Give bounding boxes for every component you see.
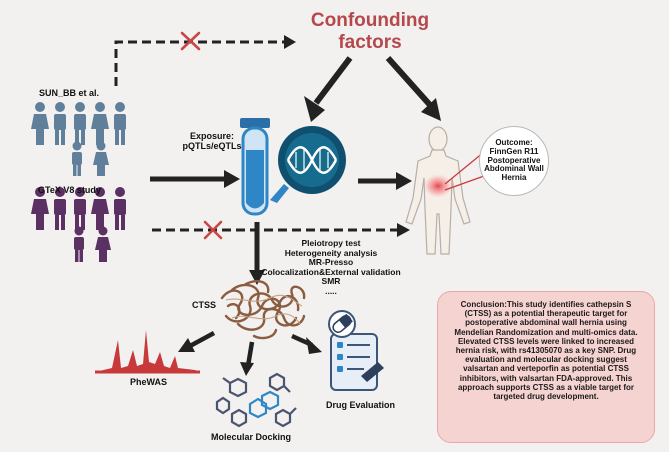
arrow-confounders-to-outcome: [385, 56, 441, 121]
outcome-line3: Postoperative: [487, 155, 541, 165]
protein-label-ctss: CTSS: [192, 300, 217, 310]
dna-magnifier-icon: [270, 126, 346, 203]
exposure-label: Exposure: pQTLs/eQTLs: [182, 131, 242, 152]
outcome-line4: Abdominal Wall: [484, 164, 544, 174]
cross-mark-icon: [180, 31, 201, 51]
arrow-people-to-exposure: [150, 170, 240, 188]
arrow-ctss-to-phewas: [178, 331, 216, 352]
dashed-arrow-to-confounders: [114, 35, 296, 86]
method-item: MR-Presso: [308, 257, 354, 268]
hernia-glow-icon: [423, 174, 453, 198]
protein-detail-icon: [225, 294, 303, 325]
molecule-icon: [215, 372, 297, 428]
molecular-docking-label: Molecular Docking: [211, 432, 292, 442]
outcome-callout-lines: [444, 151, 485, 191]
conclusion-box: Conclusion:This study identifies catheps…: [437, 291, 655, 443]
arrow-ctss-to-drug: [291, 333, 322, 354]
drug-evaluation-icon: [328, 310, 384, 391]
confounding-title-line1: Confounding: [310, 10, 430, 31]
outcome-line1: Outcome:: [495, 137, 533, 147]
phewas-plot-icon: [95, 330, 200, 374]
conclusion-text: Conclusion:This study identifies catheps…: [454, 300, 638, 401]
arrow-ctss-to-docking: [240, 341, 255, 376]
arrow-exposure-to-ctss: [249, 222, 265, 285]
confounding-title-line2: factors: [338, 31, 402, 53]
people-group-blue-icon: [31, 102, 126, 176]
protein-structure-icon: [220, 280, 306, 340]
dataset-label-sun-bb: SUN_BB et al.: [39, 88, 100, 98]
cross-mark-icon-2: [203, 220, 223, 240]
test-tube-icon: [240, 118, 270, 216]
outcome-line2: FinnGen R11: [489, 146, 539, 156]
dashed-arrow-to-outcome: [152, 223, 410, 237]
method-item: SMR: [321, 276, 341, 287]
methods-list: Pleiotropy test Heterogeneity analysis M…: [256, 238, 406, 296]
phewas-label: PheWAS: [130, 377, 168, 387]
outcome-bubble: Outcome: FinnGen R11 Postoperative Abdom…: [479, 126, 549, 196]
exposure-label-line1: Exposure:: [189, 131, 234, 141]
outcome-line5: Hernia: [501, 173, 527, 183]
people-group-purple-icon: [31, 187, 126, 262]
drug-evaluation-label: Drug Evaluation: [326, 400, 396, 410]
method-item: .....: [325, 285, 337, 296]
arrow-confounders-to-exposure: [304, 56, 353, 122]
confounding-factors-title: Confounding factors: [292, 10, 448, 54]
dataset-label-gtex: GTeX V8 study: [38, 185, 101, 195]
method-item: Pleiotropy test: [301, 238, 361, 248]
method-item: Heterogeneity analysis: [284, 247, 378, 258]
arrow-exposure-to-outcome: [358, 172, 412, 190]
method-item: Colocalization&External validation: [261, 266, 401, 277]
exposure-label-line2: pQTLs/eQTLs: [182, 140, 242, 151]
